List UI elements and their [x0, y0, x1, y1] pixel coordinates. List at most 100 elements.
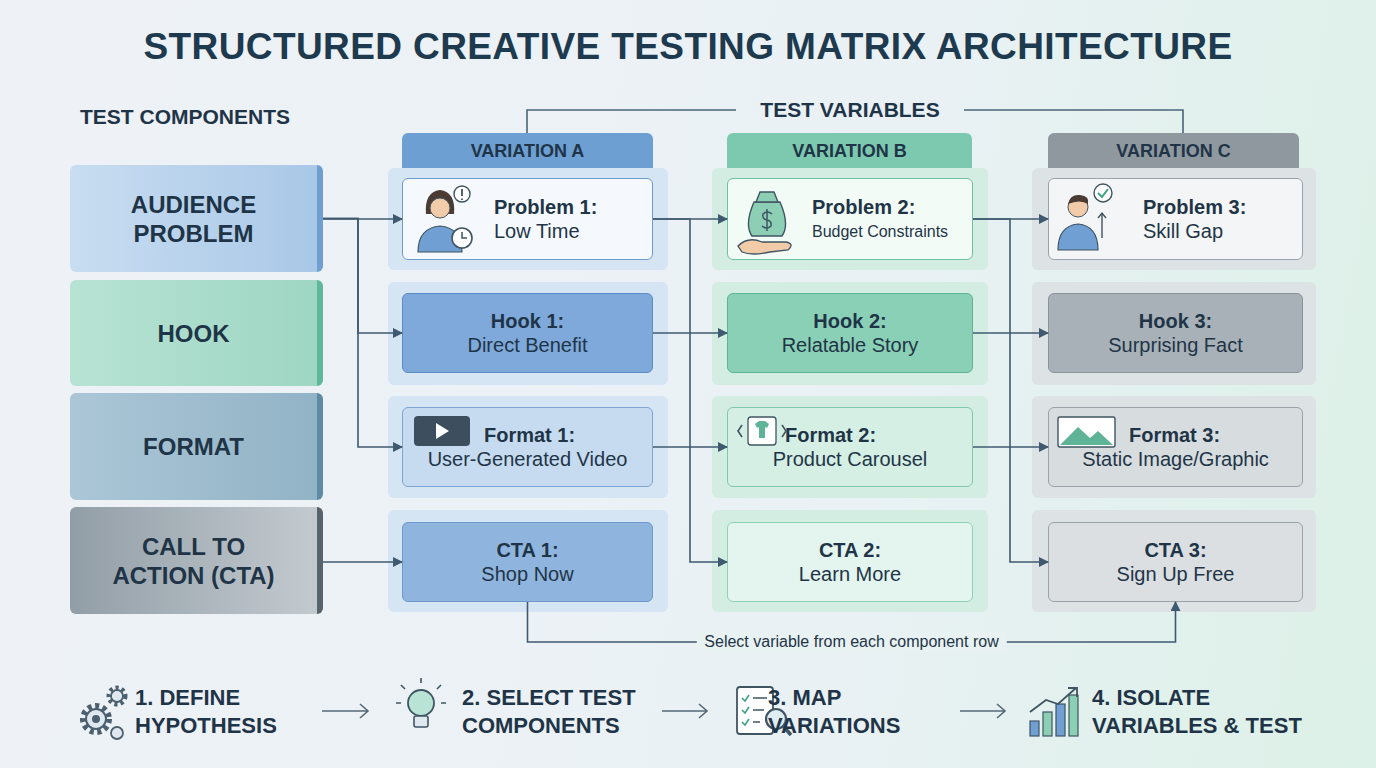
box-heading: Hook 2: — [813, 309, 886, 333]
cell-backgrounds — [388, 168, 1316, 612]
connector-arrow — [653, 219, 727, 562]
icon-alert — [454, 186, 470, 202]
box-body: Skill Gap — [1143, 219, 1223, 244]
node-title: VARIATION B — [792, 140, 906, 162]
connector-arrow — [973, 219, 1048, 562]
box-heading: Format 3: — [1049, 423, 1302, 447]
box-heading: Problem 3: — [1143, 195, 1246, 219]
step-label: 4. ISOLATE VARIABLES & TEST — [1092, 684, 1332, 740]
section-label: TEST VARIABLES — [740, 97, 960, 123]
bulb-rays — [396, 678, 446, 703]
box-heading: Hook 3: — [1139, 309, 1212, 333]
step-arrows — [322, 704, 1005, 718]
icon-shirt — [755, 421, 769, 438]
icon-hair — [1068, 195, 1088, 204]
chart-bar — [1043, 712, 1052, 736]
section-label: TEST COMPONENTS — [80, 104, 380, 130]
variable-box: Problem 3:Skill Gap — [1048, 178, 1303, 260]
icon-check — [1098, 189, 1108, 197]
chart-bar — [1030, 721, 1039, 736]
connector-arrow — [323, 219, 402, 334]
cell-band — [1032, 282, 1316, 385]
connector-arrow — [653, 218, 727, 220]
row-header: CALL TO ACTION (CTA) — [70, 507, 323, 614]
diagram-title: STRUCTURED CREATIVE TESTING MATRIX ARCHI… — [0, 24, 1376, 70]
variable-box: Format 3:Static Image/Graphic — [1048, 407, 1303, 487]
variation-tab: VARIATION A — [402, 133, 653, 168]
icon-up-arrow — [1098, 213, 1106, 238]
icon-currency — [762, 209, 772, 231]
icon-card — [748, 417, 776, 445]
gears-icon — [83, 688, 125, 739]
chart-bar — [1056, 704, 1065, 736]
box-heading: CTA 2: — [819, 538, 881, 562]
box-heading: Format 1: — [403, 423, 652, 447]
gear-body — [86, 709, 106, 729]
icon-bubble — [1094, 184, 1112, 202]
box-body: Static Image/Graphic — [1049, 447, 1302, 472]
connector-arrow — [653, 446, 727, 448]
connector-arrow — [973, 332, 1048, 334]
variable-box: Problem 1:Low Time — [402, 178, 653, 260]
variation-tab: VARIATION B — [727, 133, 972, 168]
cell-band — [1032, 510, 1316, 612]
icon-frame — [1058, 417, 1115, 447]
icon-clock-hands — [462, 232, 467, 238]
row-header: HOOK — [70, 280, 323, 386]
icon-clock — [452, 228, 472, 248]
cell-band — [712, 396, 988, 498]
icon-hair — [426, 190, 454, 214]
gear-small — [111, 727, 123, 739]
box-body: Shop Now — [481, 562, 573, 587]
box-heading: CTA 1: — [496, 538, 558, 562]
node-title: VARIATION C — [1116, 140, 1230, 162]
gear-body — [111, 690, 123, 702]
icon-head — [1068, 197, 1088, 217]
box-heading: Problem 2: — [812, 195, 915, 219]
variable-box: CTA 2:Learn More — [727, 522, 973, 602]
connector-arrow — [323, 561, 402, 563]
icon-mountains — [1060, 427, 1113, 445]
chart-icon — [1030, 688, 1078, 736]
box-body: Direct Benefit — [467, 333, 587, 358]
bulb-base — [414, 716, 428, 727]
node-title: CALL TO ACTION (CTA) — [104, 532, 284, 590]
carousel-icon — [738, 417, 786, 445]
node-title: HOOK — [158, 319, 230, 348]
box-heading: Hook 1: — [491, 309, 564, 333]
connector-arrow — [323, 218, 402, 220]
icon-play — [436, 423, 449, 439]
cell-band — [1032, 396, 1316, 498]
image-icon — [1058, 417, 1115, 447]
video-icon — [414, 416, 470, 446]
icon-bag — [748, 202, 785, 236]
cell-band — [388, 396, 668, 498]
icon-head — [430, 198, 450, 218]
box-body: Product Carousel — [728, 447, 972, 472]
box-heading: Format 2: — [728, 423, 972, 447]
step-label: 2. SELECT TEST COMPONENTS — [462, 684, 652, 740]
variable-box: CTA 1:Shop Now — [402, 522, 653, 602]
box-body: Sign Up Free — [1117, 562, 1235, 587]
step-label: 3. MAP VARIATIONS — [768, 684, 928, 740]
cell-band — [712, 282, 988, 385]
cell-band — [388, 282, 668, 385]
step-label: 1. DEFINE HYPOTHESIS — [135, 684, 310, 740]
icon-screen — [414, 416, 470, 446]
icon-chevrons — [738, 425, 786, 437]
icon-bag-neck — [756, 192, 778, 202]
cell-band — [712, 168, 988, 270]
cell-band — [712, 510, 988, 612]
variable-box: Format 1:User-Generated Video — [402, 407, 653, 487]
connector-arrow — [973, 446, 1048, 448]
gear-teeth — [83, 706, 109, 732]
connector-arrow — [323, 219, 402, 448]
checklist-sheet — [737, 687, 773, 734]
box-body: Budget Constraints — [812, 219, 948, 244]
variable-box: Format 2:Product Carousel — [727, 407, 973, 487]
box-body: Relatable Story — [782, 333, 919, 358]
cell-band — [388, 510, 668, 612]
gear-hub — [92, 715, 100, 723]
box-body: Surprising Fact — [1108, 333, 1243, 358]
